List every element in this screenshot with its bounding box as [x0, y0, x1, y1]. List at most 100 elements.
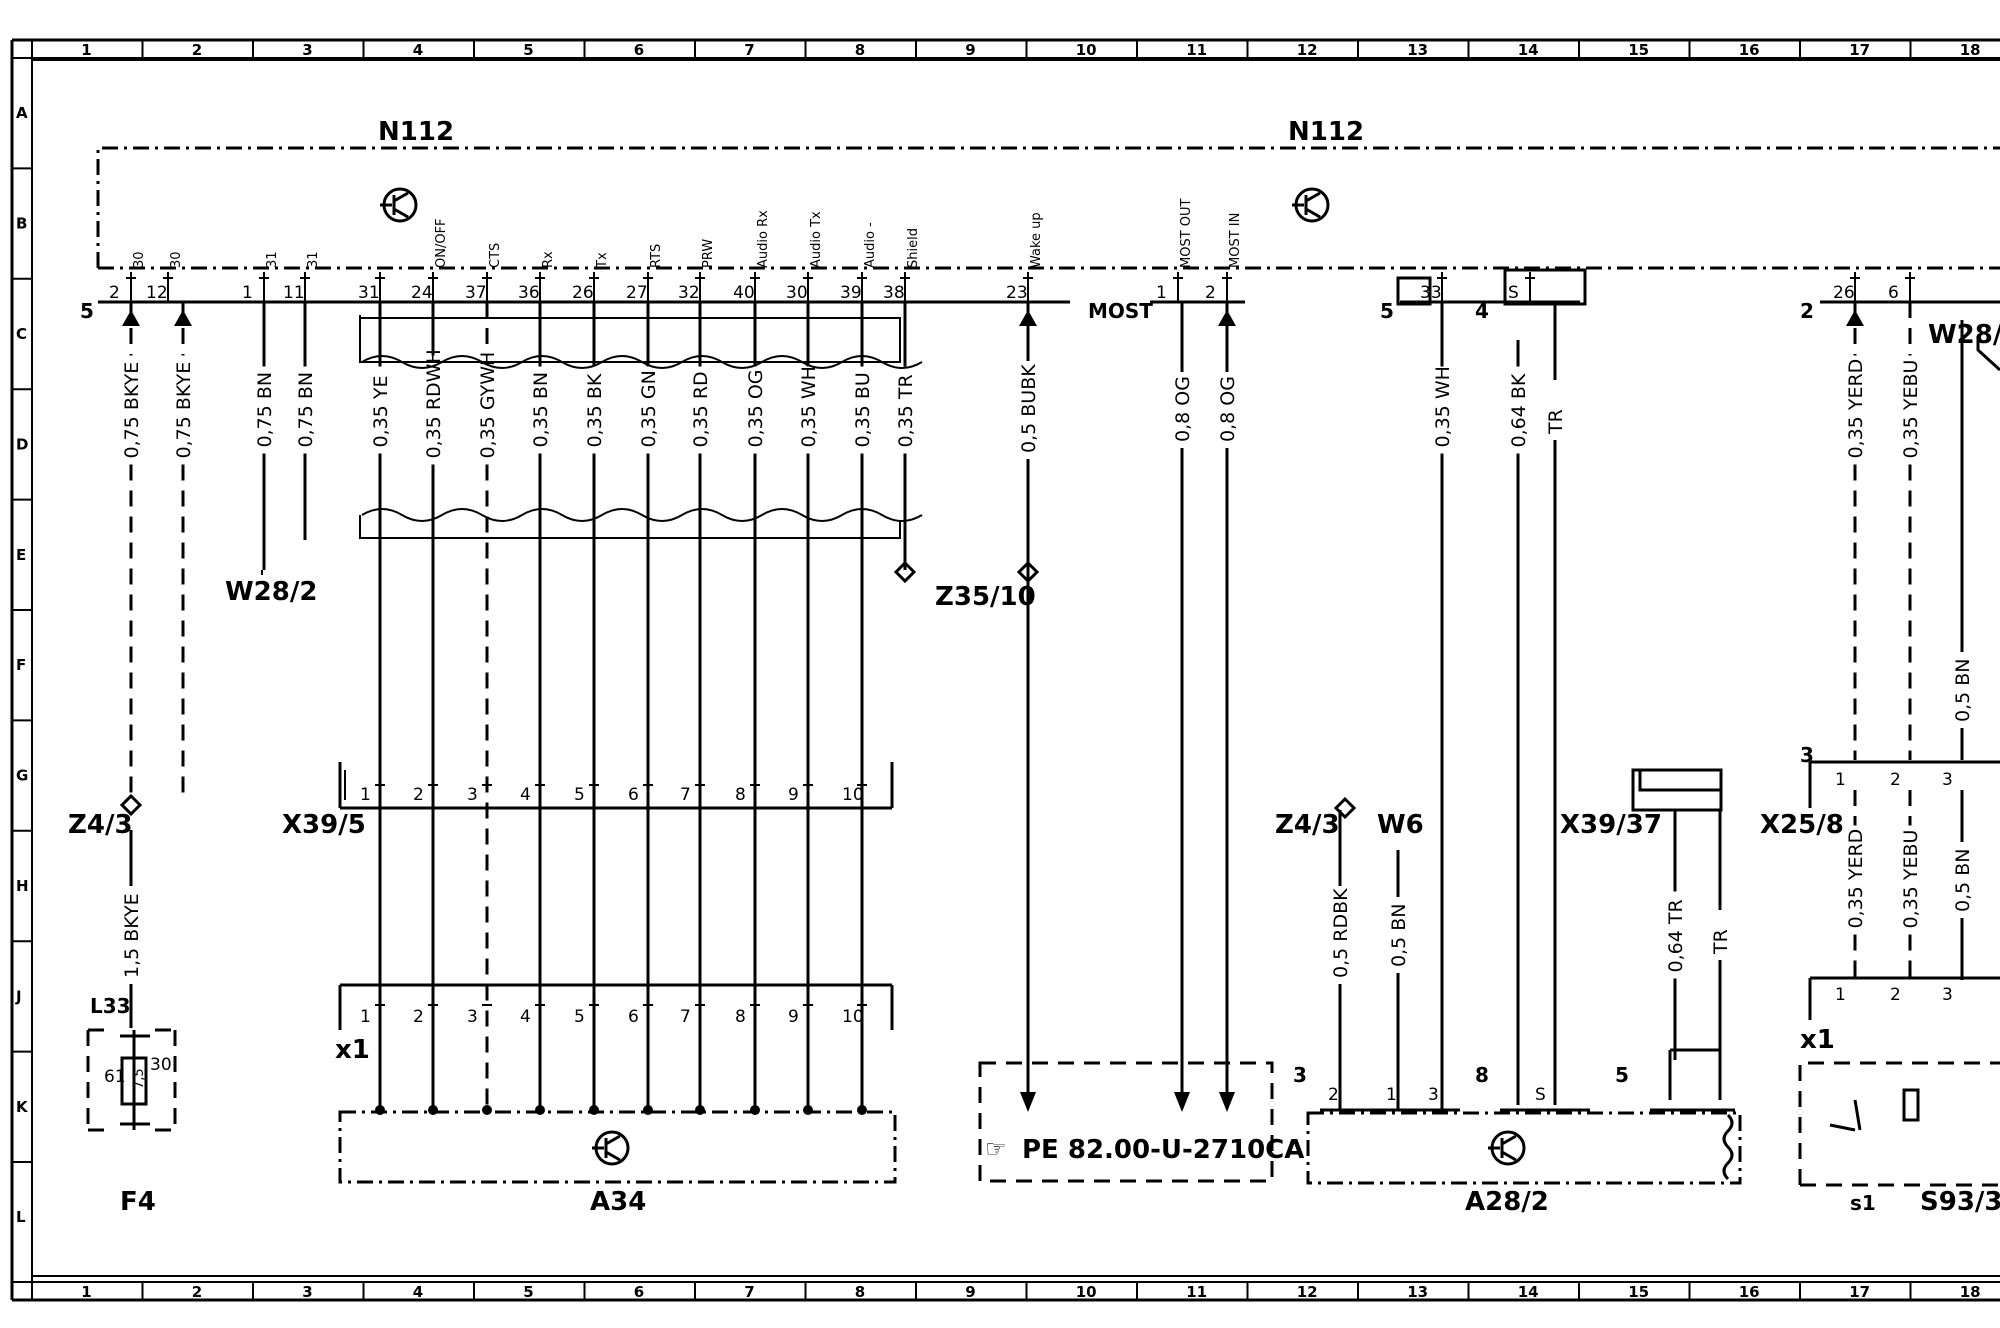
x39-5-pin: 7	[680, 784, 705, 805]
n112-pin-number: 40	[733, 283, 755, 303]
n112-pin-number: 38	[883, 283, 905, 303]
n112-pin-number: 32	[678, 283, 700, 303]
junction-dot-icon	[695, 1105, 705, 1115]
x1-pin: 2	[413, 1004, 438, 1027]
x39-5-pin-number: 8	[735, 785, 746, 805]
n112-pin-signal: 31	[265, 251, 280, 268]
grid-col-top: 9	[965, 41, 975, 59]
wire-label: 0,35 YE	[370, 376, 392, 448]
ground-symbol-icon	[1488, 1130, 1526, 1166]
arrow-down-icon	[1020, 1092, 1036, 1112]
grid-row: F	[16, 656, 26, 674]
x39-5-pin-number: 10	[842, 785, 864, 805]
x39-5-pin: 9	[788, 784, 813, 805]
n112-pin-number: 2	[109, 283, 120, 303]
n112-pin-signal: 31	[306, 251, 321, 268]
component-labels: W28/2 Z35/10 Z4/3 X39/5 Z4/3 W6 X39/37 X…	[68, 320, 2000, 1217]
n112-label-right: N112	[1288, 117, 1364, 147]
wire: 0,75 BN	[295, 302, 317, 540]
x25-8-pin: 22	[1890, 770, 1901, 1005]
grid-row: B	[16, 215, 27, 233]
x25-8-label: X25/8	[1760, 810, 1844, 840]
n112-pin-number: 39	[840, 283, 862, 303]
grid-col-top: 10	[1076, 41, 1097, 59]
wire: 0,35 YERD	[1845, 302, 1867, 760]
n112-pin-number: 1	[1156, 283, 1167, 303]
wire: 0,35 BK	[584, 302, 606, 1108]
wire: 0,35 TR	[895, 302, 917, 570]
a34-label: A34	[590, 1187, 646, 1217]
x39-5-pin-number: 4	[520, 785, 531, 805]
x1-pin: 1	[360, 1004, 385, 1027]
fuse-rating: 7,5	[132, 1068, 147, 1089]
x39-5-pin: 10	[842, 784, 867, 805]
grid-row: E	[16, 546, 26, 564]
lower-wire: 0,5 RDBK	[1330, 810, 1352, 1110]
wire: 0,75 BN	[254, 302, 276, 570]
x1-pin: 3	[467, 1004, 492, 1027]
lower-wire-label: 1,5 BKYE	[121, 893, 143, 978]
grid-col-top: 6	[634, 41, 644, 59]
lower-wire-label: 0,5 BN	[1952, 658, 1974, 722]
a28-pin-8: 8	[1475, 1063, 1489, 1087]
n112-pin-signal: PRW	[701, 239, 716, 268]
wire: 0,35 BN	[530, 302, 552, 1108]
grid-col-top: 5	[523, 41, 533, 59]
wire-label: 0,35 BK	[584, 373, 606, 447]
lower-wire-label: TR	[1710, 929, 1732, 955]
grid-col-top: 15	[1628, 41, 1649, 59]
z4-3-left-label: Z4/3	[68, 810, 133, 840]
grid-col-bottom: 15	[1628, 1283, 1649, 1301]
grid-col-top: 2	[192, 41, 202, 59]
lower-wire: 0,5 BN	[1388, 850, 1410, 1110]
wire: 0,8 OG	[1172, 302, 1194, 1100]
wire-label: 0,75 BKYE	[121, 362, 143, 459]
grid-col-bottom: 16	[1739, 1283, 1760, 1301]
n112-pin-signal: Wake up	[1029, 212, 1044, 268]
wire: 0,35 GYWH	[477, 302, 499, 1108]
fuse-f4: 61 30 7,5	[86, 1028, 177, 1132]
grid-col-bottom: 13	[1407, 1283, 1428, 1301]
x39-5-pin-number: 7	[680, 785, 691, 805]
x1-pin-number: 10	[842, 1007, 864, 1027]
x1-pin-number: 9	[788, 1007, 799, 1027]
n112-pin-number: 2	[1205, 283, 1216, 303]
lower-wire: 1,5 BKYE	[121, 830, 143, 1028]
x1-pin-number: 8	[735, 1007, 746, 1027]
n112-pin-number: 31	[358, 283, 380, 303]
wire-label: 0,35 BN	[530, 372, 552, 448]
a28-pin-s: S	[1535, 1085, 1546, 1105]
conn-num-mid2: 4	[1475, 299, 1489, 323]
ground-symbol-icon	[1292, 187, 1330, 223]
x25-8-pin-number: 3	[1942, 770, 1953, 790]
x25-8-pin-number: 1	[1835, 770, 1846, 790]
junction-dot-icon	[482, 1105, 492, 1115]
arrow-down-icon	[1174, 1092, 1190, 1112]
s93-3-label: S93/3	[1920, 1187, 2000, 1217]
connector-x1-left	[338, 983, 894, 1030]
n112-pin: 6	[1888, 272, 1915, 303]
x39-5-pin-number: 9	[788, 785, 799, 805]
grid-row: J	[15, 987, 22, 1005]
n112-pin-signal: MOST IN	[1228, 213, 1243, 268]
x39-5-pin-number: 1	[360, 785, 371, 805]
x39-5-pin-number: 6	[628, 785, 639, 805]
a28-pin-1: 1	[1386, 1085, 1397, 1105]
x39-5-pin: 3	[467, 784, 492, 805]
x1-pin: 10	[842, 1004, 867, 1027]
grid-row: C	[16, 325, 27, 343]
x39-5-pin-number: 3	[467, 785, 478, 805]
grid-row: K	[16, 1098, 29, 1116]
n112-pin-number: 36	[518, 283, 540, 303]
x1-right-pin-number: 3	[1942, 985, 1953, 1005]
